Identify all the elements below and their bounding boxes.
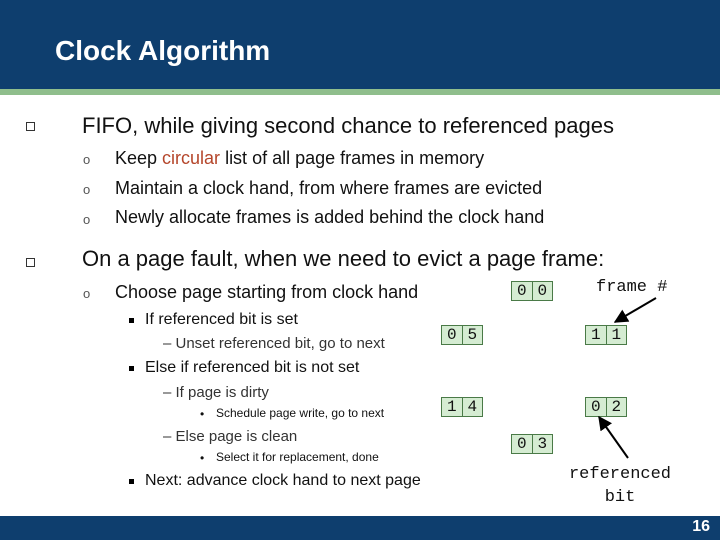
ref-bit: 0	[516, 282, 527, 300]
bullet-select: Select it for replacement, done	[216, 450, 379, 464]
ref-bit: 0	[516, 435, 527, 453]
frame-number: 3	[531, 435, 553, 453]
dot-bullet-icon: •	[200, 451, 205, 465]
referenced-bit-arrow	[598, 415, 629, 459]
frame-number-label: frame #	[596, 278, 668, 297]
bullet-schedule: Schedule page write, go to next	[216, 406, 385, 420]
title-bar	[0, 0, 720, 89]
referenced-bit-label-line2: bit	[604, 488, 636, 507]
footer-bar: 16	[0, 516, 720, 540]
circle-bullet-icon: o	[83, 152, 91, 167]
highlight-circular: circular	[162, 148, 221, 168]
bullet-if-dirty: – If page is dirty	[163, 384, 269, 401]
bullet-page-fault: On a page fault, when we need to evict a…	[82, 246, 605, 271]
frame-number: 1	[605, 326, 627, 344]
square-bullet-icon	[26, 258, 35, 267]
bullet-clock-hand: Maintain a clock hand, from where frames…	[115, 178, 543, 198]
bullet-else-if: Else if referenced bit is not set	[145, 359, 360, 376]
title-accent-line	[0, 89, 720, 95]
circle-bullet-icon: o	[83, 182, 91, 197]
page-number: 16	[692, 518, 710, 535]
bullet-fifo: FIFO, while giving second chance to refe…	[82, 113, 614, 138]
bullet-unset: – Unset referenced bit, go to next	[163, 335, 385, 352]
circle-bullet-icon: o	[83, 286, 91, 301]
ref-bit: 0	[446, 326, 457, 344]
bullet-choose-page: Choose page starting from clock hand	[115, 282, 419, 302]
ref-bit: 0	[590, 398, 601, 416]
bullet-next: Next: advance clock hand to next page	[145, 472, 421, 489]
slide-title: Clock Algorithm	[55, 35, 271, 66]
bullet-keep-circular: Keep circular list of all page frames in…	[115, 148, 484, 169]
frame-number-arrow	[613, 297, 657, 323]
ref-bit: 1	[446, 398, 457, 416]
frame-number: 0	[531, 282, 553, 300]
bullet-newly-allocate: Newly allocate frames is added behind th…	[115, 207, 545, 227]
small-square-bullet-icon	[129, 318, 134, 323]
frame-number: 4	[461, 398, 483, 416]
bullet-if-referenced: If referenced bit is set	[145, 311, 298, 328]
bullet-keep-text: Keep	[115, 148, 163, 168]
bullet-keep-text-end: list of all page frames in memory	[220, 148, 485, 168]
circle-bullet-icon: o	[83, 212, 91, 227]
small-square-bullet-icon	[129, 479, 134, 484]
small-square-bullet-icon	[129, 366, 134, 371]
bullet-else-clean: – Else page is clean	[163, 428, 298, 445]
frame-number: 2	[605, 398, 627, 416]
ref-bit: 1	[590, 326, 601, 344]
square-bullet-icon	[26, 122, 35, 131]
referenced-bit-label-line1: referenced	[568, 465, 672, 484]
frame-number: 5	[461, 326, 483, 344]
dot-bullet-icon: •	[200, 407, 205, 421]
